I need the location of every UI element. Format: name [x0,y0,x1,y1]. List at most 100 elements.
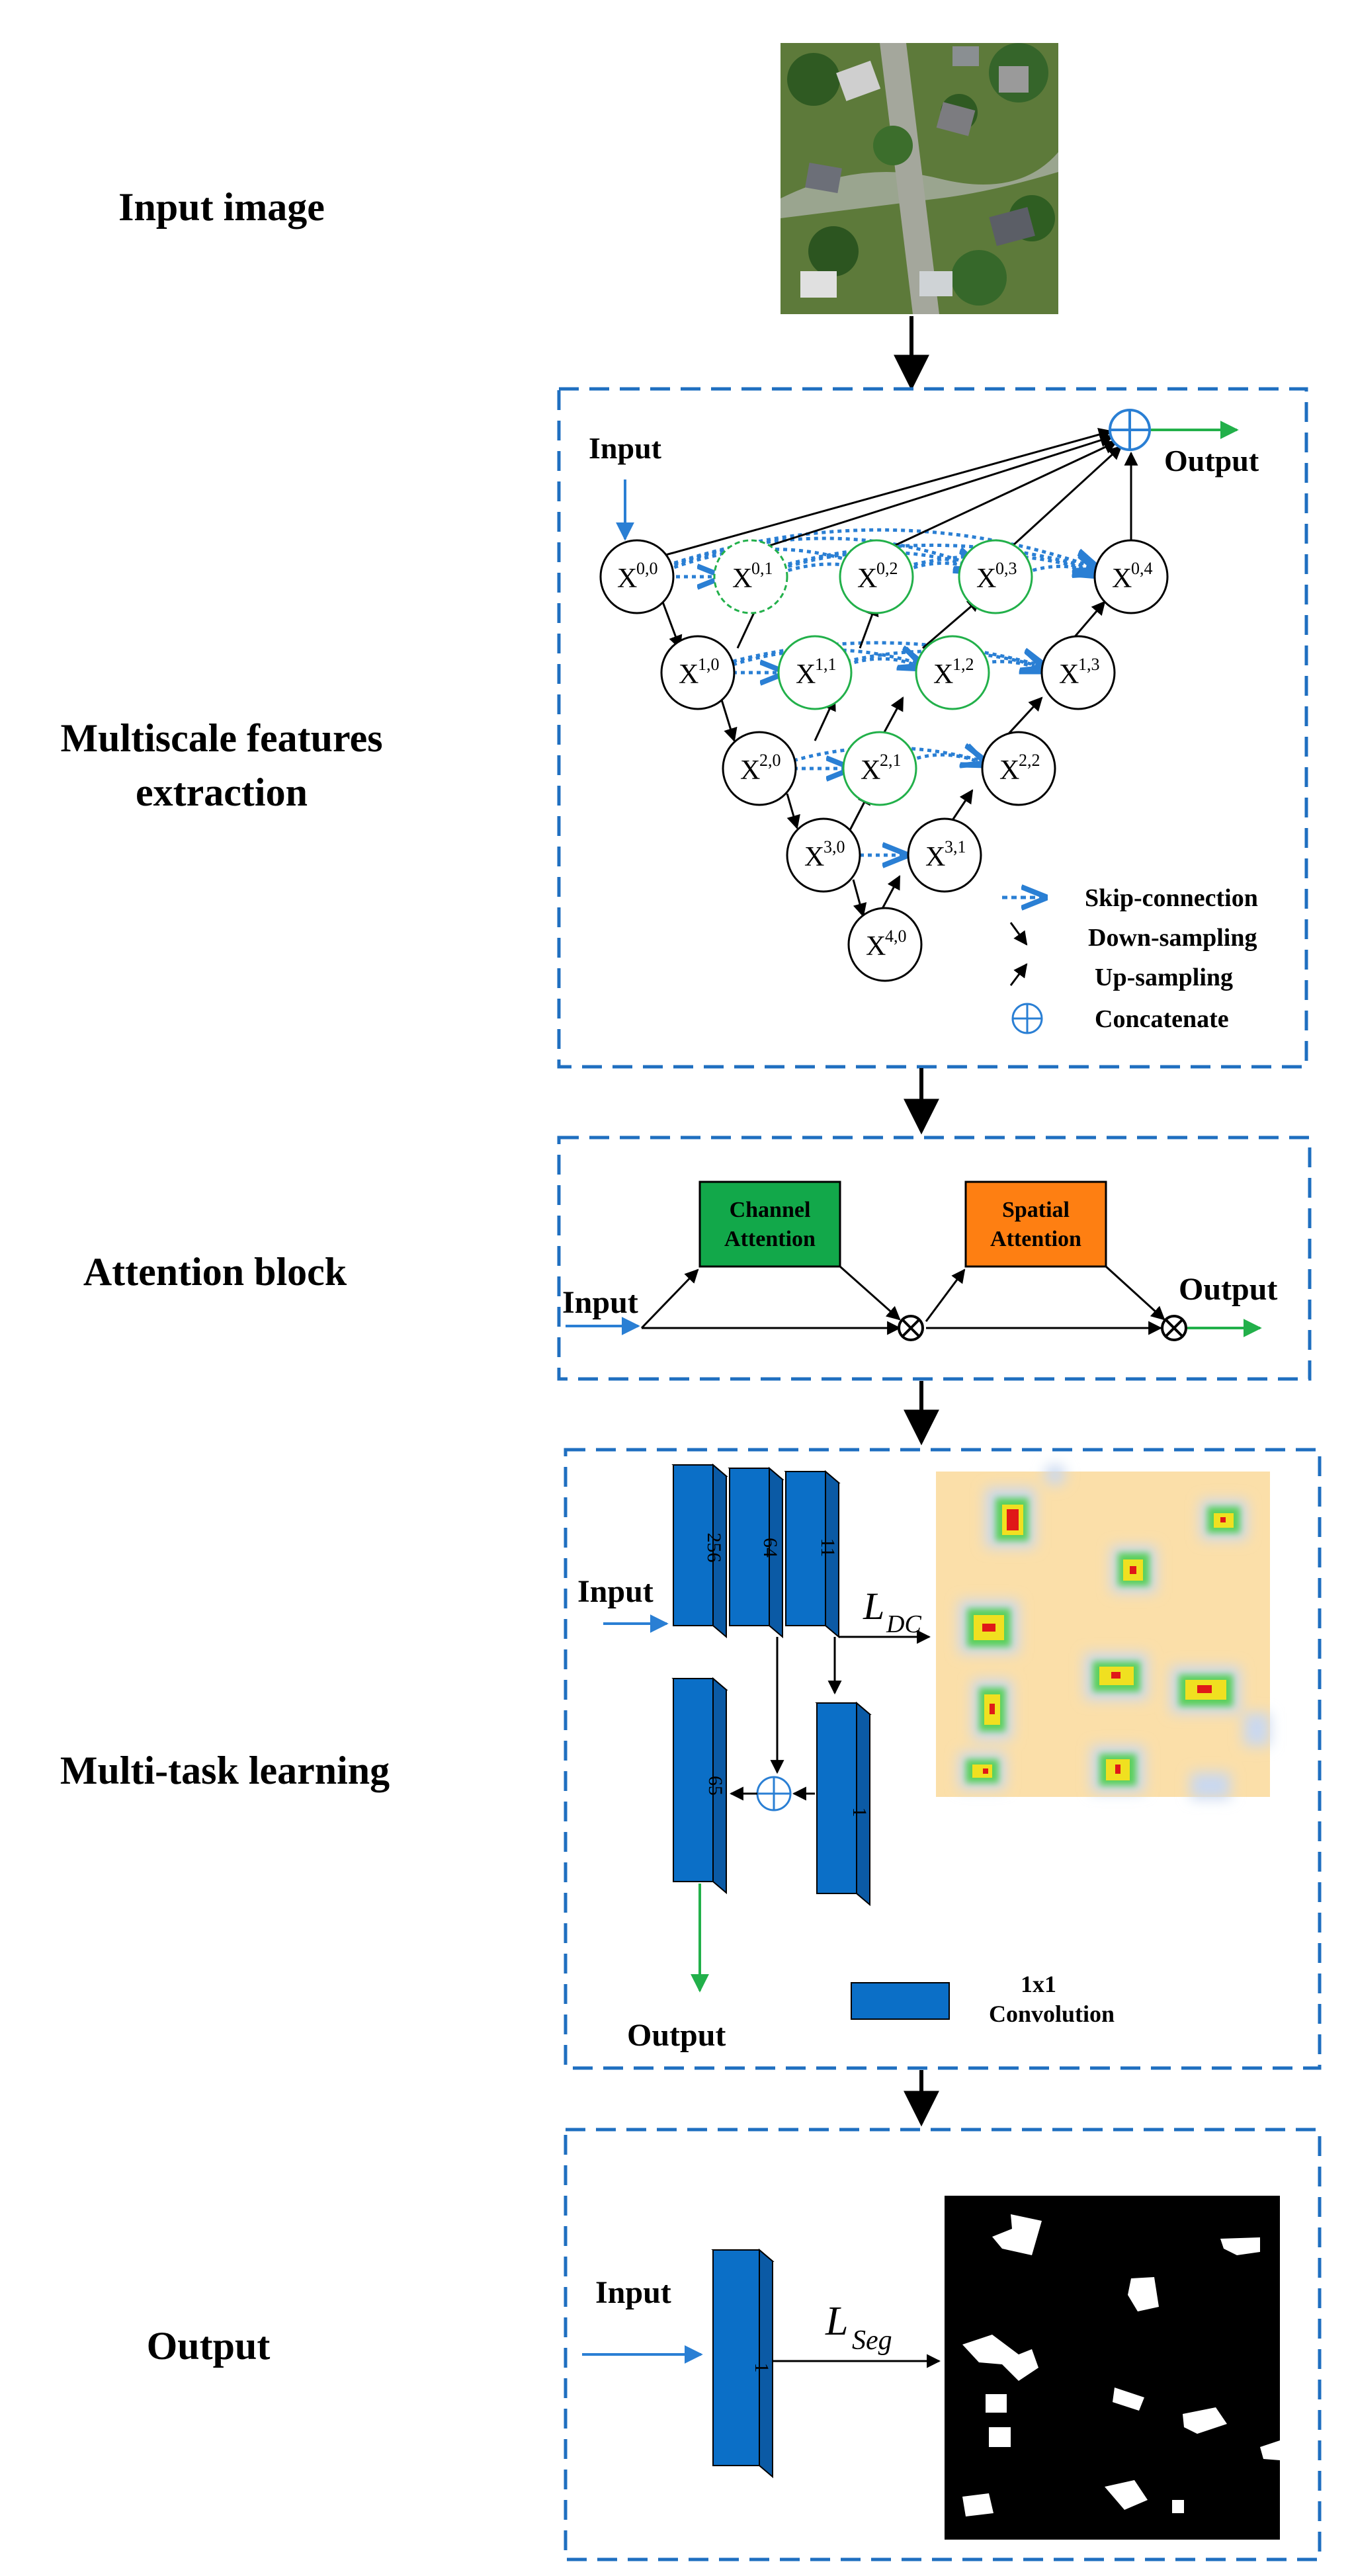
svg-text:0,2: 0,2 [876,559,898,578]
svg-text:L: L [863,1585,884,1628]
svg-text:X: X [933,659,953,690]
legend-up-icon [1009,963,1028,986]
spatial-attention-label-1: Spatial [1002,1198,1070,1222]
svg-text:X: X [617,563,637,594]
node-x13: X 1,3 [1040,635,1116,710]
svg-text:X: X [804,842,824,872]
unetpp-legend: Skip-connection Down-sampling Up-samplin… [1002,884,1258,1034]
node-x40: X 4,0 [847,907,923,982]
conv-layer-65: 65 [671,1677,728,1895]
concatenate-node [1109,409,1151,451]
svg-text:4,0: 4,0 [885,927,907,946]
output-frame [564,2128,1322,2561]
node-x20: X 2,0 [722,731,797,806]
svg-text:1,3: 1,3 [1078,655,1100,674]
svg-text:256: 256 [703,1533,725,1563]
svg-text:DC: DC [886,1610,921,1638]
conv-layer-11: 11 [784,1470,841,1639]
input-aerial-image [781,43,1058,314]
svg-text:X: X [732,563,752,594]
legend-concat-label: Concatenate [1095,1005,1229,1033]
svg-text:X: X [861,755,880,786]
legend-conv-label-1: 1x1 [1021,1971,1056,1997]
svg-text:0,4: 0,4 [1131,559,1153,578]
stage-label-input-image: Input image [118,185,325,229]
svg-text:X: X [857,563,877,594]
svg-text:1,0: 1,0 [698,655,720,674]
svg-text:Seg: Seg [852,2325,892,2356]
multitask-output-label: Output [627,2018,726,2053]
node-x10: X 1,0 [660,635,736,710]
svg-text:X: X [796,659,816,690]
attention-frame [557,1136,1312,1381]
svg-text:X: X [999,755,1019,786]
channel-attention-label-2: Attention [724,1227,816,1251]
legend-up-label: Up-sampling [1095,964,1233,991]
channel-attention-label-1: Channel [730,1198,811,1222]
sampling-arrows [651,427,1138,918]
stage-label-multiscale-line1: Multiscale features [60,716,383,760]
legend-conv-label-2: Convolution [989,2001,1115,2027]
svg-text:3,1: 3,1 [945,837,966,856]
node-x00: X 0,0 [599,539,675,614]
conv-layer-1: 1 [815,1701,872,1907]
svg-text:64: 64 [759,1538,781,1558]
node-x12: X 1,2 [915,635,990,710]
svg-text:1: 1 [751,2363,773,2373]
svg-text:X: X [976,563,996,594]
attention-flow-lines [640,1265,1165,1335]
output-conv-layer: 1 [711,2248,775,2479]
node-x22: X 2,2 [981,731,1056,806]
legend-conv-swatch [851,1982,950,2020]
stage-label-multitask: Multi-task learning [60,1749,390,1792]
legend-concat-icon [1011,1003,1043,1034]
node-x02: X 0,2 [839,539,914,614]
svg-text:2,0: 2,0 [759,751,781,770]
svg-text:11: 11 [817,1538,839,1558]
distance-heatmap [936,1464,1270,1799]
node-x04: X 0,4 [1093,539,1169,614]
node-x03: X 0,3 [958,539,1033,614]
legend-down-icon [1009,922,1028,946]
conv-layer-64: 64 [728,1466,784,1639]
svg-text:65: 65 [704,1776,726,1796]
svg-text:2,1: 2,1 [880,751,902,770]
spatial-attention-label-2: Attention [990,1227,1081,1251]
output-input-label: Input [595,2275,671,2310]
node-x30: X 3,0 [786,817,861,893]
stage-label-attention: Attention block [83,1250,347,1294]
unetpp-frame [557,387,1308,1069]
multitask-concat-node [756,1776,792,1811]
node-x01: X 0,1 [713,539,788,614]
svg-text:3,0: 3,0 [824,837,845,856]
stage-label-output: Output [146,2324,271,2368]
svg-text:0,0: 0,0 [636,559,658,578]
unetpp-input-label: Input [589,431,662,465]
svg-text:1,1: 1,1 [815,655,837,674]
svg-text:X: X [866,931,886,962]
stage-label-multiscale-line2: extraction [136,770,308,814]
svg-text:X: X [1059,659,1079,690]
channel-attention-box [698,1181,841,1268]
svg-text:L: L [825,2299,848,2344]
legend-skip-label: Skip-connection [1085,884,1258,912]
svg-text:2,2: 2,2 [1019,751,1040,770]
segmentation-mask [945,2196,1280,2540]
spatial-attention-box [964,1181,1107,1268]
legend-down-label: Down-sampling [1088,924,1257,952]
stage-label-multiscale: Multiscale features extraction [26,711,417,819]
svg-text:1,2: 1,2 [952,655,974,674]
svg-text:0,1: 0,1 [751,559,773,578]
attention-output-label: Output [1179,1272,1277,1307]
conv-layer-256: 256 [671,1463,728,1639]
svg-text:X: X [679,659,698,690]
svg-text:0,3: 0,3 [995,559,1017,578]
svg-text:X: X [925,842,945,872]
svg-text:X: X [1112,563,1132,594]
node-x11: X 1,1 [777,635,853,710]
multitask-frame [564,1448,1322,2070]
node-x31: X 3,1 [907,817,982,893]
svg-text:X: X [740,755,760,786]
multitask-input-label: Input [577,1574,654,1609]
